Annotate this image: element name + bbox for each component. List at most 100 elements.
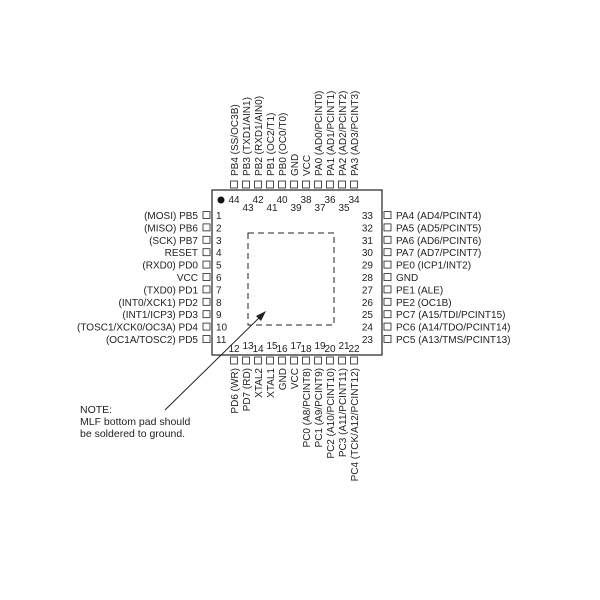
pin-number: 15: [266, 341, 278, 352]
pin-label-reset: RESET: [165, 248, 198, 259]
pin-pad: [230, 180, 238, 189]
pin-number: 12: [228, 344, 240, 355]
pin-number: 27: [362, 285, 374, 296]
pin1-marker: [217, 196, 225, 204]
pin-pad: [383, 285, 392, 294]
pin-label-pa6: PA6 (AD6/PCINT6): [396, 236, 481, 247]
pin-number: 16: [276, 344, 288, 355]
pin-label-pd5: (OC1A/TOSC2) PD5: [106, 335, 198, 346]
pin-number: 32: [362, 223, 374, 234]
pin-number: 2: [216, 223, 222, 234]
pin-label-pc3: PC3 (A11/PCINT11): [338, 368, 349, 457]
pin-number: 35: [338, 203, 350, 214]
pin-pad: [242, 356, 250, 365]
pin-label-pb4: PB4 (SS/OC3B): [230, 104, 241, 176]
pin-label-pa4: PA4 (AD4/PCINT4): [396, 211, 481, 222]
pin-number: 30: [362, 248, 374, 259]
pin-pad: [383, 297, 392, 306]
pin-pad: [254, 180, 262, 189]
pin-label-pb3: PB3 (TXD1/AIN1): [242, 97, 253, 176]
pin-label-pd7: PD7 (RD): [242, 368, 253, 411]
pin-label-pc4: PC4 (TCK/A12/PCINT12): [350, 368, 361, 481]
pin-pad: [242, 180, 250, 189]
note-line: MLF bottom pad should: [80, 416, 191, 428]
pin-pad: [326, 180, 334, 189]
pin-pad: [383, 235, 392, 244]
pin-pad: [202, 248, 211, 257]
pin-pad: [202, 260, 211, 269]
pin-pad: [290, 180, 298, 189]
pin-label-pc0: PC0 (A8/PCINT8): [302, 368, 313, 447]
pin-number: 26: [362, 298, 374, 309]
pin-pad: [302, 356, 310, 365]
pin-label-pc1: PC1 (A9/PCINT9): [314, 368, 325, 447]
pin-number: 28: [362, 273, 374, 284]
pin-pad: [326, 356, 334, 365]
pin-pad: [266, 356, 274, 365]
pin-label-pc6: PC6 (A14/TDO/PCINT14): [396, 323, 510, 334]
pin-pad: [383, 211, 392, 219]
pin-pad: [266, 180, 274, 189]
pin-number: 39: [290, 203, 302, 214]
pin-label-pd0: (RXD0) PD0: [142, 261, 198, 272]
pin-pad: [302, 180, 310, 189]
pin-label-pa5: PA5 (AD5/PCINT5): [396, 223, 481, 234]
pin-label-pe2: PE2 (OC1B): [396, 298, 452, 309]
pin-pad: [202, 297, 211, 306]
pin-pad: [230, 356, 238, 365]
pin-pad: [278, 180, 286, 189]
pin-number: 37: [314, 203, 326, 214]
pin-pad: [383, 223, 392, 232]
pin-number: 22: [348, 344, 360, 355]
pin-label-pa1: PA1 (AD1/PCINT1): [326, 91, 337, 176]
pin-label-vcc: VCC: [290, 368, 301, 389]
pin-label-pb0: PB0 (OC0/T0): [278, 113, 289, 176]
note: NOTE: MLF bottom pad should be soldered …: [80, 404, 190, 440]
pin-number: 20: [324, 344, 336, 355]
pin-label-vcc: VCC: [177, 273, 198, 284]
pin-label-pd2: (INT0/XCK1) PD2: [119, 298, 199, 309]
pin-label-pa0: PA0 (AD0/PCINT0): [314, 91, 325, 176]
pin-label-pe0: PE0 (ICP1/INT2): [396, 261, 471, 272]
pin-number: 21: [338, 341, 350, 352]
pin-label-pd4: (TOSC1/XCK0/OC3A) PD4: [77, 323, 198, 334]
pin-number: 41: [266, 203, 278, 214]
bottom-pad: [247, 232, 335, 326]
pin-label-gnd: GND: [396, 273, 418, 284]
pin-pad: [278, 356, 286, 365]
pin-number: 33: [362, 211, 374, 222]
pin-label-pb2: PB2 (RXD1/AIN0): [254, 96, 265, 176]
pin-pad: [202, 223, 211, 232]
pin-pad: [383, 322, 392, 331]
pin-pad: [383, 335, 392, 343]
pin-label-pd3: (INT1/ICP3) PD3: [122, 310, 198, 321]
pin-number: 25: [362, 310, 374, 321]
pin-number: 13: [242, 341, 254, 352]
pin-pad: [383, 310, 392, 319]
pin-label-xtal1: XTAL1: [266, 368, 277, 398]
pin-number: 9: [216, 310, 222, 321]
pin-label-xtal2: XTAL2: [254, 368, 265, 398]
pin-number: 42: [252, 195, 264, 206]
note-arrow-line: [164, 314, 263, 411]
pin-number: 36: [324, 195, 336, 206]
pin-pad: [314, 180, 322, 189]
pin-label-gnd: GND: [278, 368, 289, 390]
pin-label-pa3: PA3 (AD3/PCINT3): [350, 91, 361, 176]
pin-label-pe1: PE1 (ALE): [396, 285, 443, 296]
pin-pad: [254, 356, 262, 365]
pin-number: 17: [290, 341, 302, 352]
pin-pad: [202, 322, 211, 331]
pin-pad: [202, 273, 211, 281]
pin-pad: [350, 356, 358, 365]
pin-number: 18: [300, 344, 312, 355]
pin-number: 14: [252, 344, 264, 355]
pin-number: 5: [216, 261, 222, 272]
pin-number: 6: [216, 273, 222, 284]
pin-pad: [383, 260, 392, 269]
pin-label-pb1: PB1 (OC2/T1): [266, 113, 277, 176]
pin-number: 29: [362, 261, 374, 272]
pin-number: 11: [216, 335, 227, 346]
